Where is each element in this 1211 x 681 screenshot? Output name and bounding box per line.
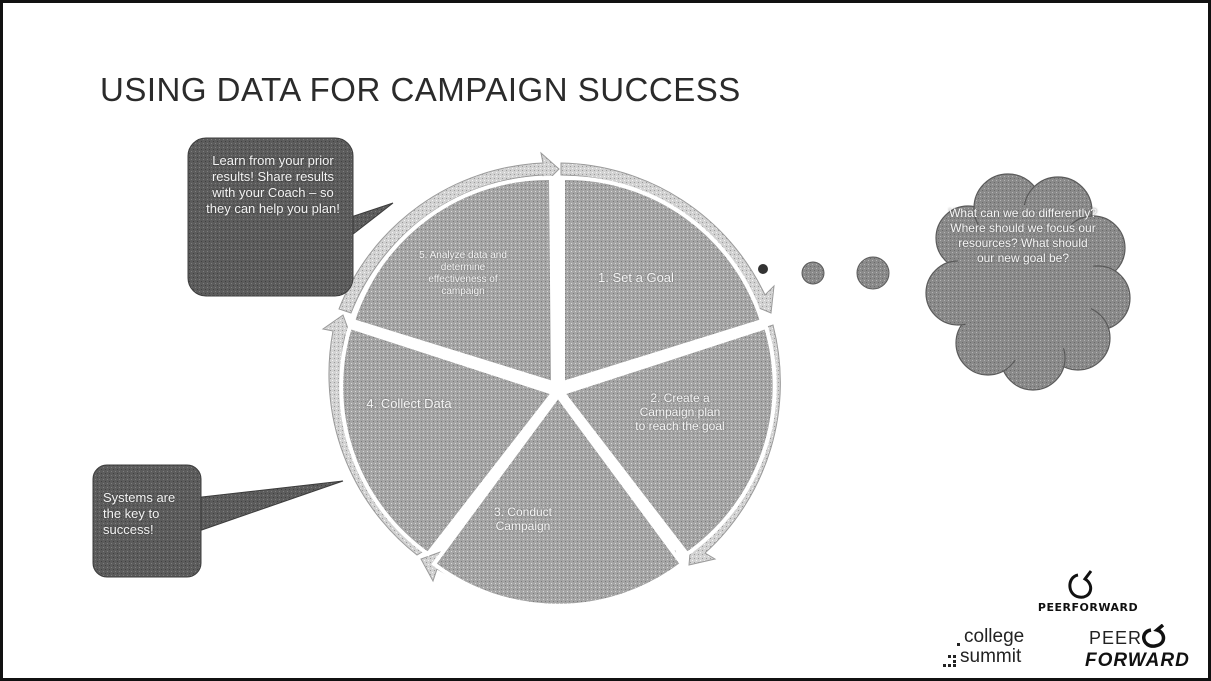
peerforward-wordmark: PEERFORWARD	[1037, 601, 1139, 614]
segment-3-label: 3. Conduct Campaign	[493, 505, 553, 533]
peerforward-logo: PEER FORWARD	[1083, 620, 1193, 674]
segment-3	[431, 392, 685, 608]
college-summit-dots-icon	[943, 643, 960, 667]
college-summit-logo: college summit	[936, 626, 1046, 674]
cycle-diagram	[92, 137, 1131, 608]
peerforward-flame-icon	[1068, 570, 1093, 599]
callout-top-text: Learn from your prior results! Share res…	[206, 153, 340, 216]
slide-title: USING DATA FOR CAMPAIGN SUCCESS	[100, 71, 741, 108]
callout-bottom-shape	[92, 464, 344, 578]
peerforward-icon	[1142, 624, 1166, 648]
segment-4	[339, 324, 557, 557]
callout-top-shape	[187, 137, 394, 297]
college-summit-line2: summit	[960, 646, 1022, 667]
segment-5	[350, 175, 556, 386]
cycle-segments	[339, 175, 777, 608]
peerforward-peer-text: PEER	[1089, 628, 1143, 648]
segment-5-label: 5. Analyze data and determine effectiven…	[419, 250, 507, 297]
thought-bubbles	[758, 256, 890, 290]
thought-cloud-text: What can we do differently? Where should…	[949, 206, 1097, 265]
college-summit-line1: college	[964, 626, 1025, 647]
segment-2	[559, 324, 777, 557]
segment-1	[561, 175, 765, 386]
segment-2-label: 2. Create a Campaign plan to reach the g…	[635, 391, 725, 433]
callout-bottom-text: Systems are the key to success!	[103, 490, 176, 537]
segment-1-label: 1. Set a Goal	[598, 270, 674, 285]
peerforward-logo-top: PEERFORWARD	[1023, 566, 1153, 616]
thought-cloud-shape	[925, 173, 1131, 391]
peerforward-forward-text: FORWARD	[1085, 650, 1190, 671]
segment-4-label: 4. Collect Data	[366, 396, 452, 411]
